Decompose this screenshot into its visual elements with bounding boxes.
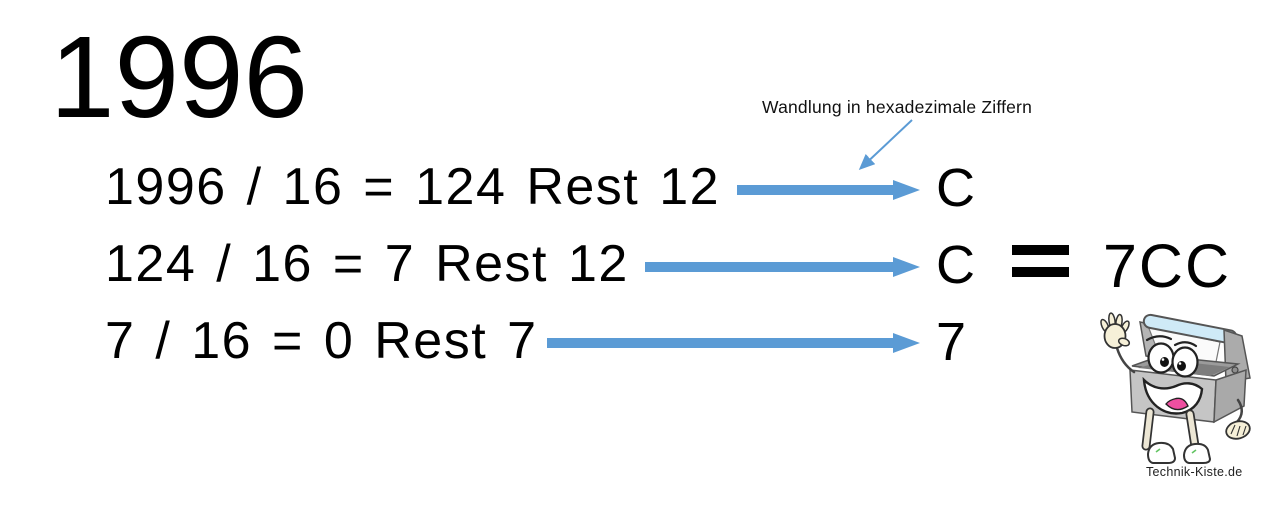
pupil-left xyxy=(1160,357,1169,367)
eyebrow-right xyxy=(1173,341,1198,348)
hex-digit-row-2: C xyxy=(936,235,975,295)
arm-left xyxy=(1115,346,1136,374)
equation-row-2: 124 / 16 = 7 Rest 12 xyxy=(105,235,629,293)
shoe-right xyxy=(1182,442,1212,464)
annotation-callout-arrow-icon xyxy=(858,119,913,171)
toolbox-mascot-illustration xyxy=(1100,312,1251,464)
hanging-glove xyxy=(1225,420,1251,440)
leg-left-fill xyxy=(1143,409,1153,449)
equation-row-1: 1996 / 16 = 124 Rest 12 xyxy=(105,158,721,216)
equals-sign: = xyxy=(1012,245,1069,277)
toolbox-side-face xyxy=(1213,368,1247,424)
equation-row-3: 7 / 16 = 0 Rest 7 xyxy=(105,312,538,370)
pupil-right xyxy=(1177,361,1186,371)
right-arrow-row-2 xyxy=(645,257,920,277)
eye-right xyxy=(1171,346,1199,378)
page-title: 1996 xyxy=(50,12,309,142)
shoe-left xyxy=(1146,441,1177,464)
shoe-accent xyxy=(1155,448,1197,454)
bolt-icon xyxy=(1231,366,1239,374)
right-arrow-row-1 xyxy=(737,180,920,200)
equals-bar-top xyxy=(1012,245,1069,255)
hex-result: 7CC xyxy=(1103,232,1232,300)
eyebrow-left xyxy=(1145,335,1173,342)
arm-right xyxy=(1235,398,1243,424)
eye-glint xyxy=(1161,358,1165,361)
leg-right-fill xyxy=(1187,411,1198,449)
eye-left xyxy=(1147,342,1175,374)
tongue xyxy=(1165,397,1189,411)
annotation-label: Wandlung in hexadezimale Ziffern xyxy=(762,97,1033,117)
right-arrow-row-3 xyxy=(547,333,920,353)
eye-glint xyxy=(1178,362,1182,365)
equals-bar-bottom xyxy=(1012,267,1069,277)
hex-digit-row-3: 7 xyxy=(936,312,967,372)
site-label: Technik-Kiste.de xyxy=(1146,465,1243,479)
waving-glove xyxy=(1100,312,1131,349)
hex-digit-row-1: C xyxy=(936,158,975,218)
